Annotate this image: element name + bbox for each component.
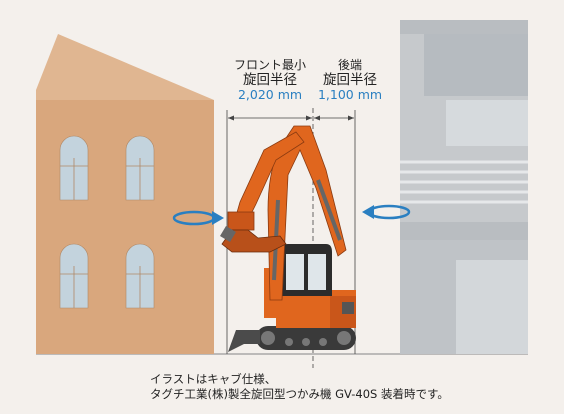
- front-radius-title-2: 旋回半径: [243, 72, 297, 88]
- right-building-window: [446, 100, 528, 146]
- left-building-roof: [36, 34, 214, 100]
- rear-radius-value: 1,100 mm: [317, 87, 383, 102]
- rear-radius-title-2: 旋回半径: [323, 72, 377, 88]
- caption: イラストはキャブ仕様、 タグチ工業(株)製全旋回型つかみ機 GV-40S 装着時…: [150, 372, 449, 402]
- rear-radius-label: 後端 旋回半径 1,100 mm: [312, 58, 388, 102]
- caption-line-2: タグチ工業(株)製全旋回型つかみ機 GV-40S 装着時です。: [150, 387, 449, 401]
- right-building-upper-block: [424, 34, 528, 96]
- caption-line-1: イラストはキャブ仕様、: [150, 372, 277, 386]
- rear-radius-title-1: 後端: [337, 58, 362, 72]
- front-radius-label: フロント最小 旋回半径 2,020 mm: [228, 58, 312, 102]
- dozer-blade: [228, 330, 260, 352]
- left-building-wall: [36, 100, 214, 354]
- right-building-door: [456, 260, 528, 354]
- left-building: [36, 34, 214, 354]
- excavator: [220, 125, 356, 352]
- rotation-arrow-right: [362, 204, 411, 220]
- front-radius-value: 2,020 mm: [237, 87, 303, 102]
- right-building: [400, 20, 528, 354]
- rotation-arrow-left: [172, 210, 224, 226]
- grapple-attachment: [220, 211, 287, 253]
- front-radius-title-1: フロント最小: [233, 58, 306, 72]
